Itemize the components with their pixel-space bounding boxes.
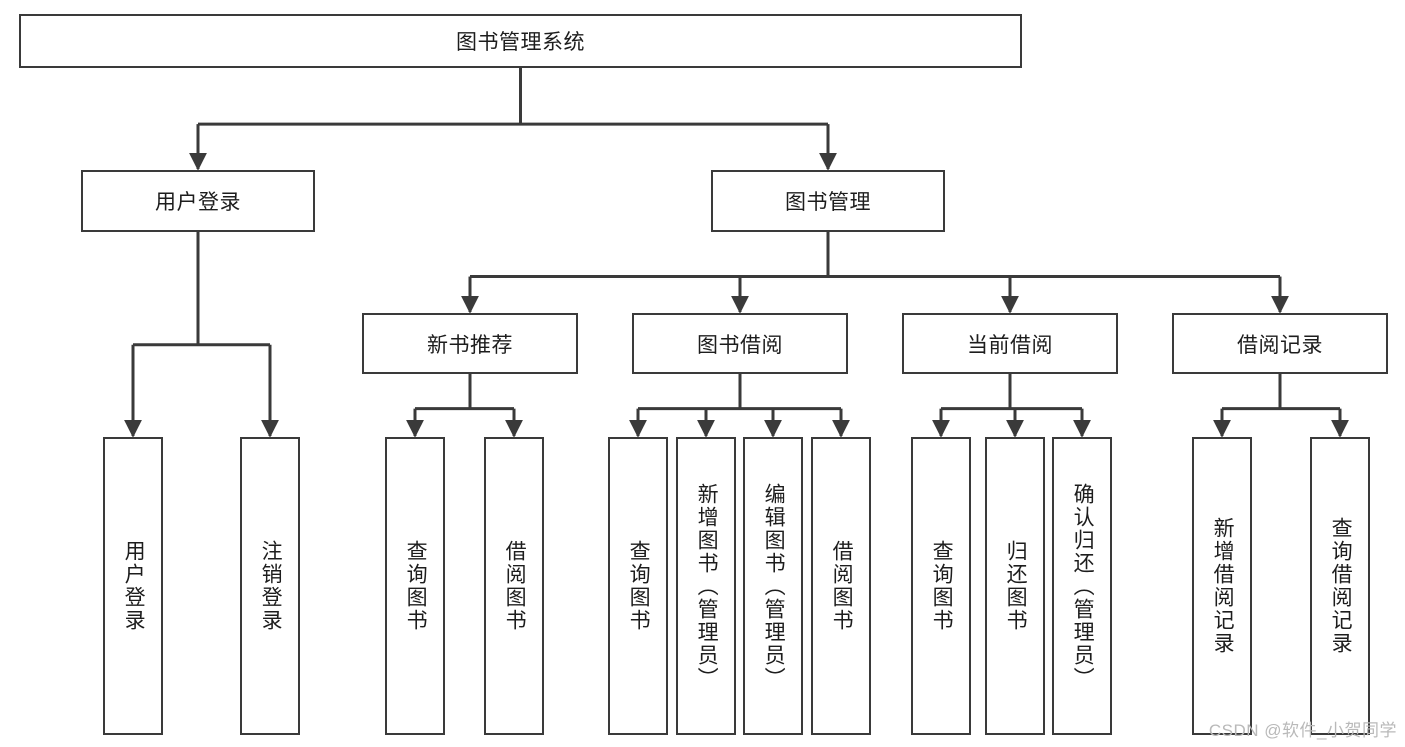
node-book-borrow-label: 图书借阅 (697, 333, 783, 357)
node-borrow-record-label: 借阅记录 (1237, 333, 1323, 357)
node-new-book-recommend[interactable]: 新书推荐 (362, 313, 578, 374)
node-leaf-confirm-return-label: 确认归还（管理员） (1071, 482, 1095, 690)
node-leaf-query-book-c[interactable]: 查询图书 (911, 437, 971, 735)
node-current-borrow-label: 当前借阅 (967, 333, 1053, 357)
node-root[interactable]: 图书管理系统 (19, 14, 1022, 68)
node-leaf-query-book-c-label: 查询图书 (930, 540, 954, 632)
node-leaf-query-book-a[interactable]: 查询图书 (385, 437, 445, 735)
watermark: CSDN @软件_小贺同学 (1208, 721, 1397, 740)
node-new-book-recommend-label: 新书推荐 (427, 333, 513, 357)
node-leaf-query-record[interactable]: 查询借阅记录 (1310, 437, 1370, 735)
node-leaf-borrow-book-a-label: 借阅图书 (503, 540, 527, 632)
node-leaf-edit-book-label: 编辑图书（管理员） (762, 482, 786, 690)
node-leaf-user-login[interactable]: 用户登录 (103, 437, 163, 735)
node-user-login[interactable]: 用户登录 (81, 170, 315, 232)
node-borrow-record[interactable]: 借阅记录 (1172, 313, 1388, 374)
node-leaf-query-book-b[interactable]: 查询图书 (608, 437, 668, 735)
node-current-borrow[interactable]: 当前借阅 (902, 313, 1118, 374)
node-book-manage-label: 图书管理 (785, 191, 871, 214)
node-book-manage[interactable]: 图书管理 (711, 170, 945, 232)
node-leaf-add-book[interactable]: 新增图书（管理员） (676, 437, 736, 735)
node-leaf-query-book-a-label: 查询图书 (404, 540, 428, 632)
node-leaf-return-book[interactable]: 归还图书 (985, 437, 1045, 735)
node-book-borrow[interactable]: 图书借阅 (632, 313, 848, 374)
node-leaf-query-book-b-label: 查询图书 (627, 540, 651, 632)
node-leaf-borrow-book-b[interactable]: 借阅图书 (811, 437, 871, 735)
node-user-login-label: 用户登录 (155, 191, 241, 214)
node-root-label: 图书管理系统 (456, 31, 585, 54)
node-leaf-add-record[interactable]: 新增借阅记录 (1192, 437, 1252, 735)
node-leaf-borrow-book-b-label: 借阅图书 (830, 540, 854, 632)
node-leaf-borrow-book-a[interactable]: 借阅图书 (484, 437, 544, 735)
node-leaf-edit-book[interactable]: 编辑图书（管理员） (743, 437, 803, 735)
node-leaf-logout[interactable]: 注销登录 (240, 437, 300, 735)
node-leaf-add-record-label: 新增借阅记录 (1211, 517, 1235, 655)
node-leaf-user-login-label: 用户登录 (122, 540, 146, 632)
node-leaf-query-record-label: 查询借阅记录 (1329, 517, 1353, 655)
node-leaf-add-book-label: 新增图书（管理员） (695, 482, 719, 690)
node-leaf-return-book-label: 归还图书 (1004, 540, 1028, 632)
node-leaf-logout-label: 注销登录 (259, 540, 283, 632)
node-leaf-confirm-return[interactable]: 确认归还（管理员） (1052, 437, 1112, 735)
